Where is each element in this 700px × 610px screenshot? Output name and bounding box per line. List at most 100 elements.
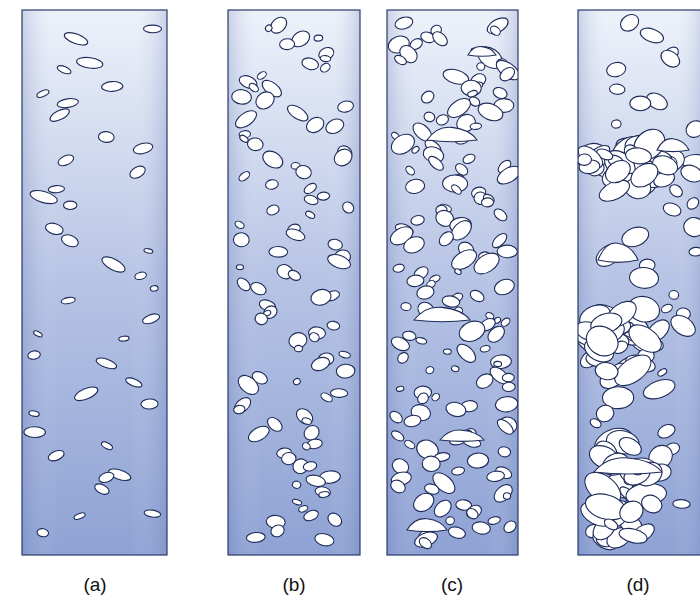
gas-bubble	[294, 345, 302, 352]
gas-bubble	[486, 470, 505, 483]
gas-bubble	[491, 481, 516, 505]
gas-bubble	[63, 30, 89, 47]
gas-bubble	[141, 312, 161, 326]
gas-bubble	[447, 525, 467, 540]
bubble-group	[24, 25, 162, 538]
gas-bubble	[415, 391, 430, 406]
gas-bubble	[150, 285, 159, 292]
gas-bubble	[249, 280, 268, 297]
gas-bubble	[323, 116, 346, 136]
gas-bubble	[406, 274, 424, 287]
gas-bubble	[444, 400, 467, 418]
gas-bubble	[403, 414, 422, 428]
gas-bubble	[497, 446, 511, 459]
cap-bubble	[427, 127, 477, 142]
gas-bubble	[144, 509, 161, 518]
bubble-group	[387, 15, 518, 551]
gas-bubble	[489, 24, 502, 37]
gas-bubble	[302, 508, 320, 523]
gas-bubble	[233, 107, 260, 131]
gas-bubble	[247, 137, 264, 152]
gas-bubble	[502, 382, 515, 392]
gas-bubble	[317, 192, 330, 201]
gas-bubble	[464, 503, 484, 521]
gas-bubble	[95, 356, 118, 371]
gas-bubble	[294, 164, 312, 181]
gas-bubble	[246, 532, 266, 543]
gas-bubble	[336, 364, 356, 379]
gas-bubble	[415, 284, 435, 301]
gas-bubble	[314, 532, 336, 548]
gas-bubble	[425, 365, 435, 375]
gas-bubble	[76, 56, 104, 70]
gas-bubble	[292, 498, 303, 506]
gas-bubble	[396, 351, 411, 366]
gas-bubble	[388, 130, 418, 158]
gas-bubble	[388, 409, 405, 425]
gas-bubble	[485, 323, 508, 345]
gas-bubble	[303, 194, 319, 207]
gas-bubble	[235, 372, 262, 399]
gas-bubble	[601, 156, 634, 188]
gas-bubble	[618, 526, 649, 546]
gas-bubble	[269, 246, 288, 257]
gas-bubble	[605, 60, 627, 78]
gas-bubble	[285, 102, 311, 124]
cap-bubble	[414, 307, 470, 322]
gas-bubble	[487, 515, 501, 525]
gas-bubble	[451, 365, 460, 373]
gas-bubble	[411, 145, 421, 154]
gas-bubble	[494, 163, 518, 188]
gas-bubble	[305, 473, 327, 488]
gas-bubble	[492, 276, 516, 297]
gas-bubble	[118, 336, 129, 342]
gas-bubble	[63, 201, 76, 209]
gas-bubble	[426, 154, 446, 173]
gas-bubble	[314, 486, 331, 498]
panel-label: (b)	[282, 574, 305, 596]
gas-bubble	[393, 53, 408, 66]
gas-bubble	[430, 29, 450, 49]
gas-bubble	[233, 404, 246, 415]
gas-bubble	[47, 448, 66, 463]
gas-bubble	[33, 330, 43, 338]
gas-bubble	[404, 165, 416, 177]
gas-bubble	[435, 113, 450, 127]
gas-bubble	[234, 220, 245, 230]
gas-bubble	[101, 81, 123, 92]
gas-bubble	[237, 170, 251, 183]
panel-label: (c)	[441, 574, 463, 596]
gas-bubble	[417, 535, 433, 551]
gas-bubble	[128, 164, 148, 181]
gas-bubble	[338, 350, 351, 359]
gas-bubble	[454, 341, 479, 366]
gas-bubble	[56, 64, 72, 75]
gas-bubble	[492, 207, 509, 224]
column-liquid	[387, 10, 518, 555]
gas-bubble	[248, 82, 260, 94]
gas-bubble	[302, 181, 318, 195]
gas-bubble	[319, 62, 332, 74]
gas-bubble	[392, 263, 405, 273]
gas-bubble	[415, 336, 427, 345]
gas-bubble	[668, 290, 679, 300]
gas-bubble	[437, 229, 457, 249]
gas-bubble	[470, 123, 482, 130]
gas-bubble	[318, 491, 329, 498]
column-shading	[387, 10, 518, 555]
gas-bubble	[29, 188, 59, 206]
gas-bubble	[467, 452, 489, 469]
gas-bubble	[497, 65, 517, 84]
panel-label: (d)	[626, 574, 649, 596]
gas-bubble	[61, 296, 76, 304]
gas-bubble	[594, 361, 620, 382]
gas-bubble	[404, 178, 426, 195]
gas-bubble	[309, 287, 333, 307]
gas-bubble	[134, 271, 147, 281]
gas-bubble	[470, 249, 502, 278]
gas-bubble	[292, 480, 302, 489]
gas-bubble	[401, 234, 427, 256]
gas-bubble	[301, 56, 320, 71]
gas-bubble	[265, 179, 279, 191]
